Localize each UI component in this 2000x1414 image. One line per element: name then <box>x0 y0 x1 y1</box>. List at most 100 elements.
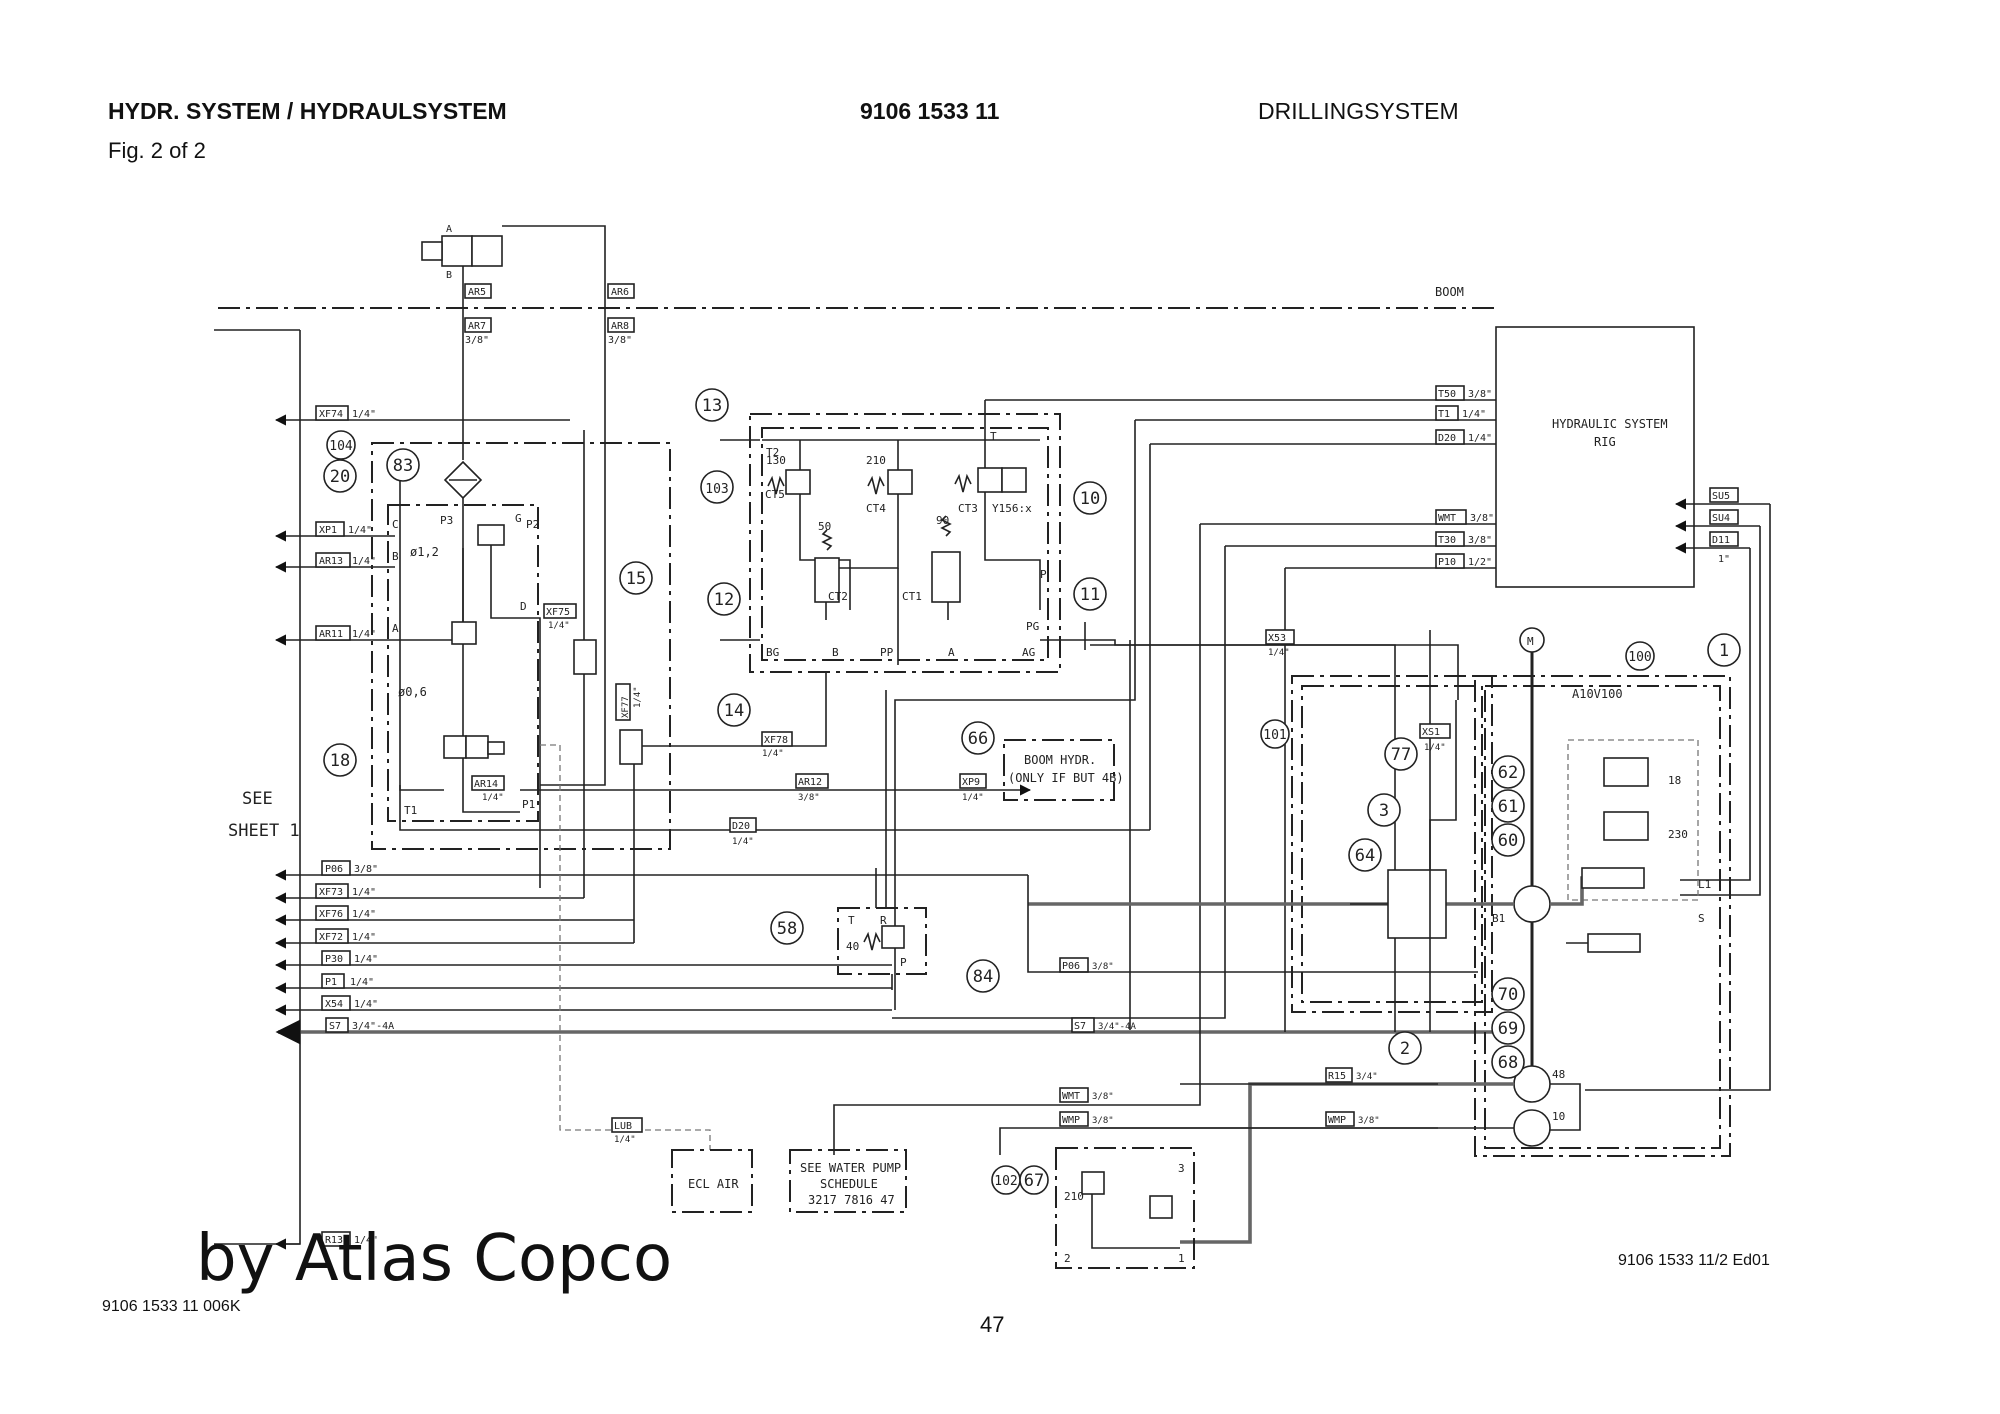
system-name: DRILLINGSYSTEM <box>1258 98 1459 124</box>
svg-text:77: 77 <box>1391 745 1411 765</box>
svg-text:T2: T2 <box>766 446 779 459</box>
svg-text:3/8": 3/8" <box>608 335 632 346</box>
svg-text:3/8": 3/8" <box>1092 1116 1114 1126</box>
svg-text:CT1: CT1 <box>902 590 922 603</box>
svg-text:D11: D11 <box>1712 535 1730 546</box>
shuttle-valve-a <box>451 621 477 645</box>
svg-text:3/8": 3/8" <box>1092 962 1114 972</box>
drawing-code-right: 9106 1533 11/2 Ed01 <box>1618 1252 1770 1269</box>
svg-text:R13: R13 <box>325 1235 343 1246</box>
orifice-label-1: ø1,2 <box>410 545 439 559</box>
svg-text:2: 2 <box>1064 1252 1071 1265</box>
svg-text:CT2: CT2 <box>828 590 848 603</box>
svg-text:A: A <box>446 224 452 235</box>
svg-text:14: 14 <box>724 701 744 721</box>
svg-text:3/8": 3/8" <box>354 864 378 875</box>
svg-text:AR13: AR13 <box>319 556 343 567</box>
svg-text:18: 18 <box>1668 774 1681 787</box>
svg-text:S: S <box>1698 912 1705 925</box>
svg-text:AR7: AR7 <box>468 321 486 332</box>
svg-text:P: P <box>1040 568 1047 581</box>
svg-text:10: 10 <box>1080 489 1100 509</box>
svg-text:3/8": 3/8" <box>1358 1116 1380 1126</box>
svg-text:P06: P06 <box>1062 961 1080 972</box>
svg-text:SU4: SU4 <box>1712 513 1730 524</box>
svg-text:130: 130 <box>766 454 786 467</box>
svg-text:210: 210 <box>866 454 886 467</box>
ecl-air-label: ECL AIR <box>688 1177 739 1191</box>
svg-text:1/4": 1/4" <box>548 621 570 631</box>
see-sheet-line-1: SEE <box>242 789 273 809</box>
svg-text:15: 15 <box>626 569 646 589</box>
svg-text:48: 48 <box>1552 1068 1565 1081</box>
svg-text:3/8": 3/8" <box>1468 535 1492 546</box>
orifice-label-2: ø0,6 <box>398 685 427 699</box>
svg-text:3/8": 3/8" <box>1092 1092 1114 1102</box>
svg-text:1/4": 1/4" <box>633 686 643 708</box>
svg-text:XF74: XF74 <box>319 409 343 420</box>
boom-label: BOOM <box>1435 285 1464 299</box>
svg-text:67: 67 <box>1024 1171 1044 1191</box>
ecl-air-box <box>671 1149 753 1213</box>
svg-text:WMT: WMT <box>1438 513 1456 524</box>
svg-text:AR12: AR12 <box>798 777 822 788</box>
main-pump <box>1513 885 1551 923</box>
svg-text:1": 1" <box>1718 554 1730 565</box>
filter-83 <box>443 460 483 500</box>
svg-text:T1: T1 <box>404 804 417 817</box>
svg-text:XS1: XS1 <box>1422 727 1440 738</box>
boom-hydr-line-2: (ONLY IF BUT 4B) <box>1008 771 1124 785</box>
svg-text:1/4": 1/4" <box>762 749 784 759</box>
drawing-code-left: 9106 1533 11 006K <box>102 1298 241 1315</box>
svg-text:210: 210 <box>1064 1190 1084 1203</box>
boom-solenoid-valve: A B <box>421 224 503 281</box>
svg-text:1: 1 <box>1178 1252 1185 1265</box>
svg-text:XP1: XP1 <box>319 525 337 536</box>
block-101-inner <box>1301 685 1483 1003</box>
figure-label: Fig. 2 of 2 <box>108 138 206 163</box>
svg-text:D: D <box>520 600 527 613</box>
svg-text:3/4": 3/4" <box>1356 1072 1378 1082</box>
svg-text:XP9: XP9 <box>962 777 980 788</box>
block-101-boundary <box>1291 675 1493 1013</box>
svg-text:3/8": 3/8" <box>1470 513 1494 524</box>
page-number: 47 <box>980 1312 1005 1337</box>
svg-text:P3: P3 <box>440 514 453 527</box>
valve-ct1 <box>931 515 961 603</box>
svg-text:T1: T1 <box>1438 409 1450 420</box>
svg-text:40: 40 <box>846 940 859 953</box>
svg-text:1/4": 1/4" <box>354 999 378 1010</box>
svg-text:3/8": 3/8" <box>465 335 489 346</box>
svg-text:P: P <box>900 956 907 969</box>
svg-text:50: 50 <box>818 520 831 533</box>
svg-text:1/2": 1/2" <box>1468 557 1492 568</box>
rig-box-line-1: HYDRAULIC SYSTEM <box>1552 417 1668 431</box>
svg-text:1/4": 1/4" <box>352 409 376 420</box>
svg-text:70: 70 <box>1498 985 1518 1005</box>
rig-box-line-2: RIG <box>1594 435 1616 449</box>
svg-text:11: 11 <box>1080 585 1100 605</box>
svg-text:1/4": 1/4" <box>1468 433 1492 444</box>
svg-text:1/4": 1/4" <box>482 793 504 803</box>
svg-text:1: 1 <box>1719 641 1729 661</box>
svg-text:PG: PG <box>1026 620 1039 633</box>
block-104-boundary <box>371 442 671 850</box>
svg-text:XF78: XF78 <box>764 735 788 746</box>
svg-text:CT3: CT3 <box>958 502 978 515</box>
svg-text:D20: D20 <box>732 821 750 832</box>
water-pump-10 <box>1513 1109 1551 1147</box>
svg-text:P06: P06 <box>325 864 343 875</box>
svg-text:P30: P30 <box>325 954 343 965</box>
water-pump-line-2: SCHEDULE <box>820 1177 878 1191</box>
block-102-boundary <box>1055 1147 1195 1269</box>
svg-text:1/4": 1/4" <box>962 793 984 803</box>
svg-text:B: B <box>446 270 452 281</box>
svg-text:S7: S7 <box>1074 1021 1086 1032</box>
svg-text:C: C <box>392 518 399 531</box>
svg-text:1/4": 1/4" <box>352 887 376 898</box>
svg-text:1/4": 1/4" <box>352 909 376 920</box>
svg-text:1/4": 1/4" <box>352 629 376 640</box>
svg-text:AR14: AR14 <box>474 779 498 790</box>
